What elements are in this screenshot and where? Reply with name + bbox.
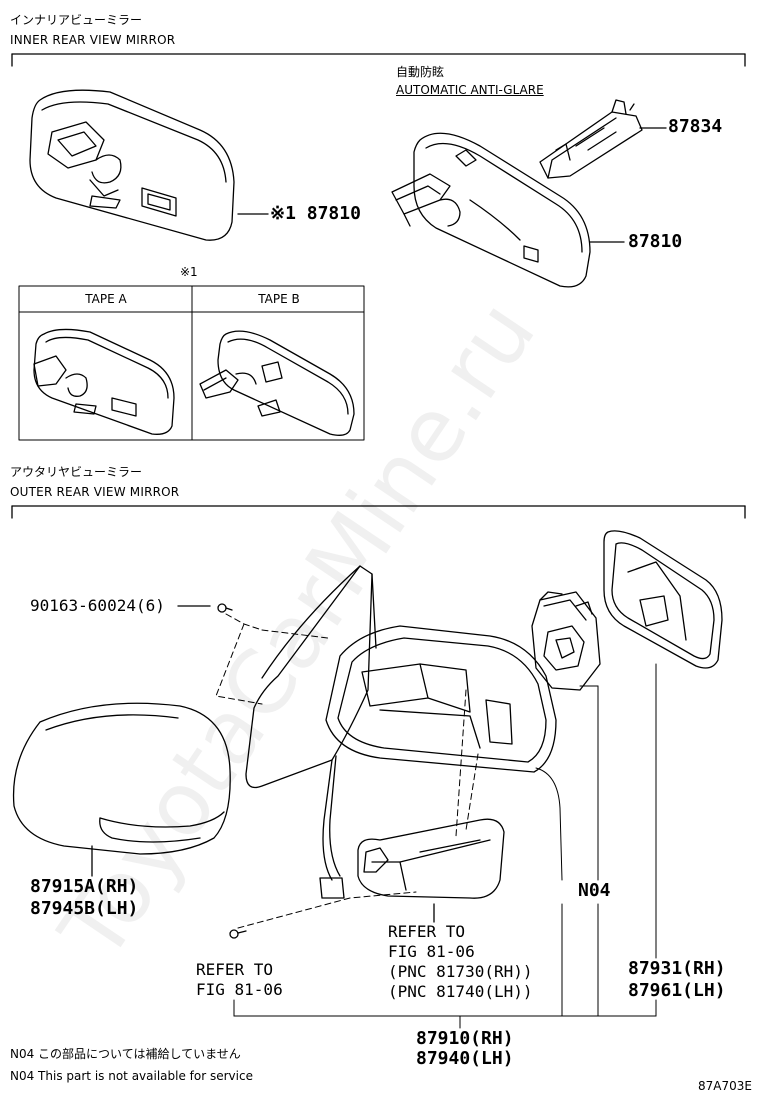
inner-section-title-jp: インナリアビューミラー: [10, 13, 143, 27]
inner-section-title-en: INNER REAR VIEW MIRROR: [10, 33, 176, 47]
screw-top-drawing: [217, 603, 233, 613]
glass-lh-part-number: 87961(LH): [628, 980, 726, 1001]
refer-left-line1: REFER TO: [196, 960, 274, 979]
assy-lh-part-number: 87940(LH): [416, 1048, 514, 1069]
glass-rh-part-number: 87931(RH): [628, 958, 726, 979]
tape-b-drawing: [199, 330, 355, 436]
outer-mirror-housing-drawing: [245, 565, 557, 899]
tape-b-header: TAPE B: [258, 292, 300, 306]
screw-bottom-drawing: [229, 929, 247, 939]
inner-mirror-drawing: [29, 89, 235, 241]
footnote-en: N04 This part is not available for servi…: [10, 1069, 253, 1083]
refer-left-line2: FIG 81-06: [196, 980, 283, 999]
tape-note-marker: ※1: [180, 265, 198, 279]
mirror-glass-drawing: [603, 530, 723, 669]
outer-section-title-jp: アウタリヤビューミラー: [10, 465, 143, 479]
n04-callout: N04: [578, 880, 611, 901]
antiglare-mirror-drawing: [391, 132, 591, 288]
bracket-87834-drawing: [539, 99, 643, 179]
antiglare-label-en: AUTOMATIC ANTI-GLARE: [396, 83, 544, 97]
inner-section-bracket: [11, 53, 746, 67]
refer-center-line1: REFER TO: [388, 922, 466, 941]
refer-center-line4: (PNC 81740(LH)): [388, 982, 533, 1001]
tape-table-grid: [18, 285, 365, 441]
cover-lh-part-number: 87945B(LH): [30, 898, 139, 919]
outer-section-title-en: OUTER REAR VIEW MIRROR: [10, 485, 180, 499]
antiglare-label-jp: 自動防眩: [396, 65, 445, 79]
screw-part-number: 90163-60024(6): [30, 596, 165, 615]
side-turn-lamp-drawing: [357, 818, 505, 899]
mirror-cover-drawing: [12, 702, 231, 855]
refer-center-line2: FIG 81-06: [388, 942, 475, 961]
assy-rh-part-number: 87910(RH): [416, 1028, 514, 1049]
footnote-jp: N04 この部品については補給していません: [10, 1047, 241, 1061]
mirror-actuator-drawing: [531, 591, 601, 691]
refer-center-line3: (PNC 81730(RH)): [388, 962, 533, 981]
dashed-guides: [215, 613, 479, 929]
diagram-code: 87A703E: [698, 1079, 752, 1093]
tape-a-header: TAPE A: [85, 292, 127, 306]
cover-rh-part-number: 87915A(RH): [30, 876, 139, 897]
antiglare-mirror-part-number: 87810: [628, 231, 683, 252]
inner-mirror-part-number: ※1 87810: [270, 203, 361, 224]
bracket-part-number: 87834: [668, 116, 723, 137]
callout-leaders: [233, 663, 657, 1029]
outer-section-bracket: [11, 505, 746, 519]
tape-a-drawing: [33, 328, 175, 435]
